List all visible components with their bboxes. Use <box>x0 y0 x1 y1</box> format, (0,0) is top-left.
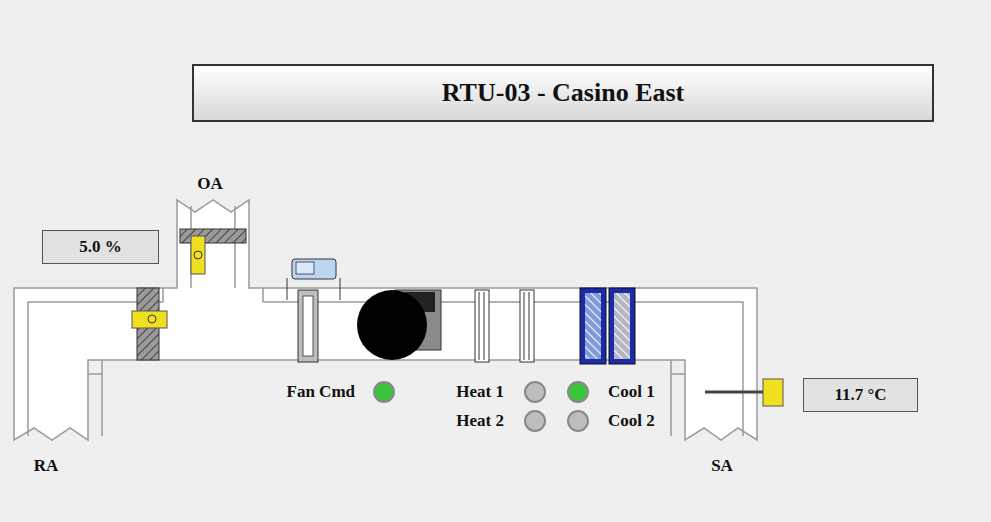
cooling-coil <box>580 288 635 364</box>
point-label: SA <box>711 456 733 476</box>
point-label: OA <box>197 174 223 194</box>
title-text: RTU-03 - Casino East <box>442 78 685 108</box>
point-label: Cool 1 <box>608 382 655 402</box>
filter <box>287 259 340 362</box>
point-label: Cool 2 <box>608 411 655 431</box>
value-box: 5.0 % <box>42 230 159 264</box>
point-label: Heat 2 <box>456 411 504 431</box>
duct <box>14 200 757 440</box>
heating-coil <box>475 290 534 362</box>
point-label: RA <box>34 456 59 476</box>
title-box: RTU-03 - Casino East <box>192 64 934 122</box>
value-text: 11.7 °C <box>834 385 886 405</box>
value-text: 5.0 % <box>79 237 122 257</box>
supply-fan <box>357 290 441 360</box>
ra-damper <box>132 288 167 360</box>
temp-sensor <box>705 379 783 406</box>
value-box: 11.7 °C <box>803 378 918 412</box>
point-label: Fan Cmd <box>287 382 355 402</box>
point-label: Heat 1 <box>456 382 504 402</box>
status-lights <box>374 382 588 431</box>
oa-damper <box>180 229 246 274</box>
